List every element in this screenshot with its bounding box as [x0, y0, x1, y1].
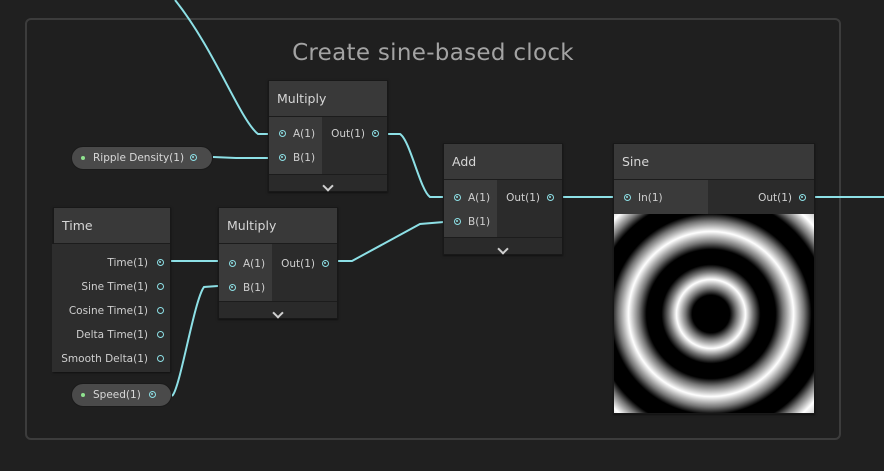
time-node[interactable]: Time Time(1) Sine Time(1) Cosine Time(1)…: [52, 207, 171, 372]
port-label: Smooth Delta(1): [61, 353, 148, 365]
port-icon[interactable]: [157, 355, 164, 362]
expand-toggle[interactable]: [219, 301, 337, 319]
port-icon[interactable]: [157, 283, 164, 290]
sine-preview-image: [614, 214, 814, 413]
port-label: Out(1): [281, 258, 315, 270]
port-label: Sine Time(1): [81, 281, 148, 293]
output-port[interactable]: Out(1): [758, 191, 806, 205]
port-icon[interactable]: [157, 331, 164, 338]
port-label: Out(1): [758, 192, 792, 204]
node-title[interactable]: Time: [54, 208, 170, 244]
port-label: A(1): [243, 258, 266, 270]
port-label: B(1): [243, 282, 266, 294]
input-port-a[interactable]: A(1): [279, 127, 315, 141]
input-port-a[interactable]: A(1): [229, 257, 265, 271]
node-title[interactable]: Multiply: [219, 208, 337, 244]
input-port-b[interactable]: B(1): [279, 151, 315, 165]
input-port-in[interactable]: In(1): [624, 191, 663, 205]
port-label: A(1): [293, 128, 316, 140]
port-icon[interactable]: [149, 391, 156, 398]
port-label: Out(1): [331, 128, 365, 140]
port-label: B(1): [468, 216, 491, 228]
port-icon[interactable]: [454, 218, 461, 225]
multiply-node-top[interactable]: Multiply A(1) B(1) Out(1): [268, 80, 388, 192]
port-icon[interactable]: [229, 284, 236, 291]
sine-node[interactable]: Sine In(1) Out(1): [613, 143, 815, 414]
property-label: Speed(1): [93, 389, 141, 401]
output-port-smooth-delta[interactable]: Smooth Delta(1): [61, 352, 164, 366]
port-label: Cosine Time(1): [68, 305, 148, 317]
port-icon[interactable]: [157, 307, 164, 314]
property-label: Ripple Density(1): [93, 152, 185, 164]
port-icon[interactable]: [229, 260, 236, 267]
multiply-node-bottom[interactable]: Multiply A(1) B(1) Out(1): [218, 207, 338, 319]
chevron-down-icon: [497, 243, 509, 255]
input-port-b[interactable]: B(1): [229, 281, 265, 295]
input-port-a[interactable]: A(1): [454, 191, 490, 205]
node-title[interactable]: Sine: [614, 144, 814, 180]
port-label: Delta Time(1): [76, 329, 148, 341]
property-bullet-icon: [81, 156, 85, 160]
port-icon[interactable]: [157, 259, 164, 266]
concentric-rings-preview: [614, 214, 814, 413]
expand-toggle[interactable]: [269, 174, 387, 192]
output-port[interactable]: Out(1): [506, 191, 554, 205]
port-icon[interactable]: [322, 260, 329, 267]
output-port-sine-time[interactable]: Sine Time(1): [81, 280, 164, 294]
output-port-cosine-time[interactable]: Cosine Time(1): [69, 304, 164, 318]
port-label: A(1): [468, 192, 491, 204]
port-icon[interactable]: [279, 130, 286, 137]
add-node[interactable]: Add A(1) B(1) Out(1): [443, 143, 563, 255]
port-label: B(1): [293, 152, 316, 164]
group-title[interactable]: Create sine-based clock: [292, 40, 574, 66]
output-port-time[interactable]: Time(1): [107, 256, 164, 270]
node-title[interactable]: Multiply: [269, 81, 387, 117]
speed-property[interactable]: Speed(1): [71, 383, 172, 407]
port-icon[interactable]: [279, 154, 286, 161]
port-icon[interactable]: [547, 194, 554, 201]
port-label: Time(1): [107, 257, 148, 269]
output-port[interactable]: Out(1): [331, 127, 379, 141]
port-icon[interactable]: [799, 194, 806, 201]
port-icon[interactable]: [624, 194, 631, 201]
port-icon[interactable]: [190, 154, 197, 161]
port-label: In(1): [638, 192, 663, 204]
output-port-delta-time[interactable]: Delta Time(1): [76, 328, 164, 342]
property-bullet-icon: [81, 393, 85, 397]
node-title[interactable]: Add: [444, 144, 562, 180]
port-icon[interactable]: [454, 194, 461, 201]
ripple-density-property[interactable]: Ripple Density(1): [71, 146, 213, 170]
port-icon[interactable]: [372, 130, 379, 137]
chevron-down-icon: [322, 180, 334, 192]
output-port[interactable]: Out(1): [281, 257, 329, 271]
port-label: Out(1): [506, 192, 540, 204]
expand-toggle[interactable]: [444, 237, 562, 255]
input-port-b[interactable]: B(1): [454, 215, 490, 229]
chevron-down-icon: [272, 307, 284, 319]
